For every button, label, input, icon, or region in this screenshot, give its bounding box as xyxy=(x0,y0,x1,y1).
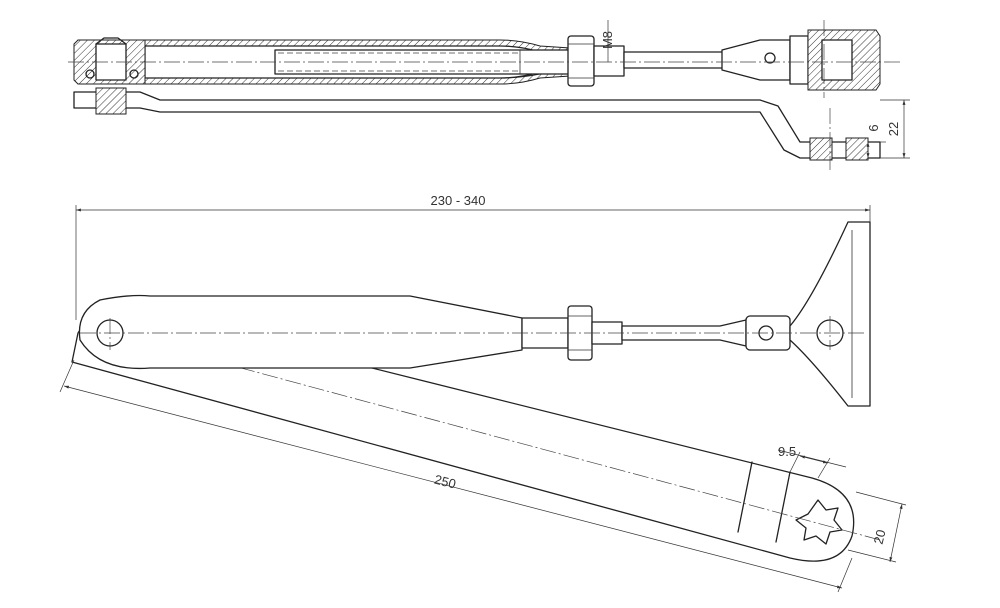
lower-arm-side xyxy=(73,91,881,159)
arm-length-label: 250 xyxy=(433,472,458,492)
thread-size-label: M8 xyxy=(600,31,615,49)
total-height-label: 22 xyxy=(886,122,901,136)
arm-thickness-label: 6 xyxy=(866,124,881,131)
upper-arm-plan xyxy=(78,294,523,370)
lock-nut xyxy=(567,35,595,87)
spindle-offset-label: 9.5 xyxy=(778,444,796,459)
mounting-bracket-plan xyxy=(789,221,871,407)
spindle-width-label: 20 xyxy=(871,528,889,546)
adjustable-length-label: 230 - 340 xyxy=(431,193,486,208)
side-section-view: M8 6 22 xyxy=(68,20,910,170)
plan-view: 230 - 340 250 xyxy=(59,193,907,593)
rod-end-fork xyxy=(721,39,791,81)
